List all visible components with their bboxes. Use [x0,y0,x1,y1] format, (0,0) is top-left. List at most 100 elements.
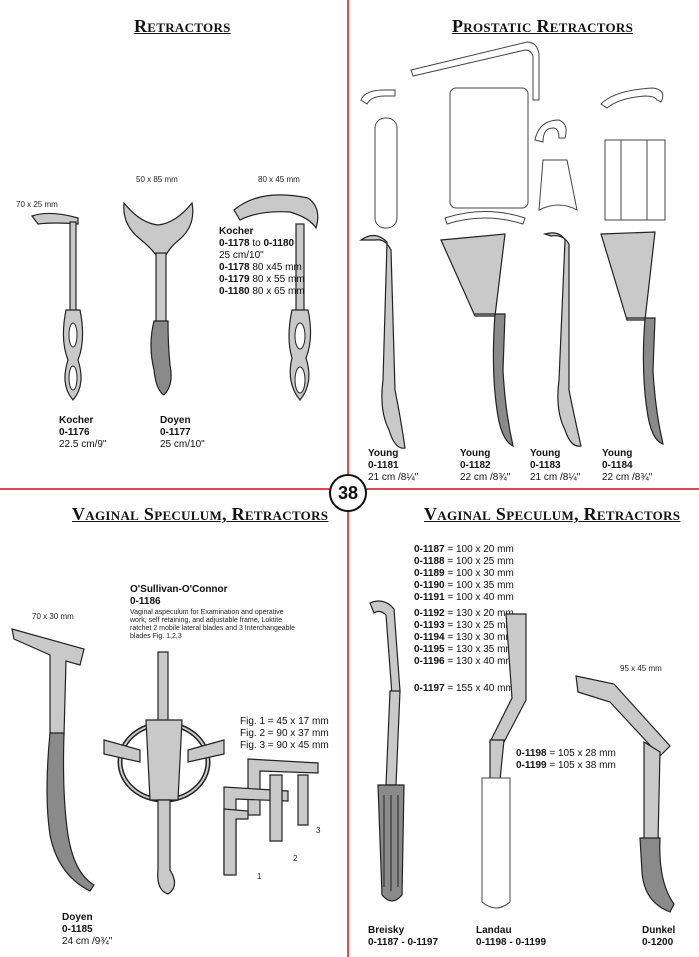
kocher-variant-code: 0-1179 [219,274,250,285]
product-label-young-1181: Young 0-1181 21 cm /8¼" [368,448,418,484]
fig-size: Fig. 1 = 45 x 17 mm [240,716,329,727]
breisky-code: 0-1192 [414,608,445,619]
product-label-doyen-1185: Doyen 0-1185 24 cm /9¾" [62,912,112,948]
kocher-1176-blade-size: 70 x 25 mm [16,200,58,209]
product-code: 0-1184 [602,460,633,471]
kocher-range-to: 0-1180 [263,238,295,249]
product-code: 0-1183 [530,460,561,471]
kocher-retractor-image [31,212,84,401]
kocher-1178-blade-size: 80 x 45 mm [258,175,300,184]
product-code: 0-1177 [160,427,191,438]
section-title-prostatic: Prostatic Retractors [452,16,634,36]
osullivan-description: Vaginal aspeculum for Examination and op… [130,609,295,640]
kocher-variant-dim: 80 x 55 mm [252,274,305,285]
product-name: Doyen [160,415,191,426]
product-size: 21 cm /8¼" [530,472,581,483]
young-retractors-image [359,231,664,449]
product-size: 25 cm/10" [160,439,205,450]
breisky-dim: = 130 x 20 mm [447,608,514,619]
section-title-vaginal-left: Vaginal Speculum, Retractors [72,504,329,524]
product-label-doyen-1177: Doyen 0-1177 25 cm/10" [160,415,205,451]
kocher-variant-code: 0-1178 [219,262,250,273]
breisky-dim: = 100 x 35 mm [447,580,514,591]
product-name: Kocher [59,415,94,426]
product-label-young-1182: Young 0-1182 22 cm /8¾" [460,448,510,484]
prostatic-blades-outline-image [360,41,666,229]
kocher-variant-code: 0-1180 [219,286,250,297]
product-label-osullivan: O'Sullivan-O'Connor 0-1186 [130,584,228,608]
kocher-variant-dim: 80 x45 mm [252,262,302,273]
breisky-speculum-image [369,600,405,902]
kocher-block: Kocher 0-1178 to 0-1180 25 cm/10" 0-1178… [219,226,305,298]
product-label-breisky: Breisky 0-1187 - 0-1197 [368,925,438,949]
product-size: 21 cm /8¼" [368,472,419,483]
product-label-young-1184: Young 0-1184 22 cm /8¾" [602,448,652,484]
breisky-dim: = 100 x 40 mm [447,592,514,603]
product-code: 0-1185 [62,924,93,935]
breisky-dim: = 130 x 35 mm [447,644,514,655]
product-name: Doyen [62,912,93,923]
product-name: Landau [476,925,512,936]
product-code: 0-1200 [642,937,674,948]
product-code: 0-1198 - 0-1199 [476,937,547,948]
breisky-dim: = 130 x 30 mm [447,632,514,643]
product-size: 22.5 cm/9" [59,439,107,450]
osullivan-fig-list: Fig. 1 = 45 x 17 mm Fig. 2 = 90 x 37 mm … [240,716,329,752]
fig-mark-3: 3 [316,826,321,835]
fig-mark-1: 1 [257,872,262,881]
doyen-retractor-image [123,201,194,396]
landau-dim: = 105 x 38 mm [549,760,616,771]
breisky-size-long: 0-1197 = 155 x 40 mm [414,683,514,695]
doyen-1185-blade-size: 70 x 30 mm [32,612,74,621]
dunkel-blade-size: 95 x 45 mm [620,664,662,673]
kocher-block-name: Kocher [219,226,254,237]
dunkel-retractor-image [575,675,675,913]
product-code: 0-1176 [59,427,90,438]
breisky-code: 0-1193 [414,620,445,631]
breisky-code: 0-1197 [414,683,445,694]
landau-speculum-image [481,613,527,909]
breisky-code: 0-1195 [414,644,445,655]
fig-size: Fig. 3 = 90 x 45 mm [240,740,329,751]
breisky-code: 0-1187 [414,544,445,555]
product-size: 22 cm /8¾" [602,472,653,483]
product-name: Dunkel [642,925,676,936]
kocher-block-size: 25 cm/10" [219,250,264,261]
product-name: Young [460,448,491,459]
breisky-dim: = 155 x 40 mm [447,683,514,694]
breisky-code: 0-1191 [414,592,445,603]
product-label-kocher-1176: Kocher 0-1176 22.5 cm/9" [59,415,106,451]
kocher-large-retractor-image [233,194,319,401]
osullivan-blades-image [223,758,319,876]
product-code: 0-1186 [130,596,161,607]
landau-size-list: 0-1198 = 105 x 28 mm 0-1199 = 105 x 38 m… [516,748,616,772]
osullivan-speculum-image [103,651,225,895]
breisky-dim: = 100 x 30 mm [447,568,514,579]
breisky-dim: = 100 x 20 mm [447,544,514,555]
product-label-landau: Landau 0-1198 - 0-1199 [476,925,546,949]
fig-mark-2: 2 [293,854,298,863]
product-code: 0-1181 [368,460,399,471]
section-title-vaginal-right: Vaginal Speculum, Retractors [424,504,681,524]
breisky-dim: = 100 x 25 mm [447,556,514,567]
fig-size: Fig. 2 = 90 x 37 mm [240,728,329,739]
product-name: Young [368,448,399,459]
product-size: 24 cm /9¾" [62,936,113,947]
product-name: Breisky [368,925,405,936]
breisky-dim: = 130 x 40 mm [447,656,514,667]
product-name: Young [530,448,561,459]
product-code: 0-1187 - 0-1197 [368,937,439,948]
product-label-young-1183: Young 0-1183 21 cm /8¼" [530,448,580,484]
product-label-dunkel: Dunkel 0-1200 [642,925,675,949]
product-name: Young [602,448,633,459]
breisky-code: 0-1196 [414,656,445,667]
product-code: 0-1182 [460,460,491,471]
breisky-code: 0-1188 [414,556,445,567]
product-name: O'Sullivan-O'Connor [130,584,228,595]
section-title-retractors: Retractors [134,16,231,36]
kocher-range-from: 0-1178 [219,238,250,249]
breisky-size-list: 0-1187 = 100 x 20 mm 0-1188 = 100 x 25 m… [414,544,514,668]
kocher-range-to-word: to [252,238,261,249]
landau-code: 0-1199 [516,760,547,771]
page-number: 38 [329,474,367,512]
